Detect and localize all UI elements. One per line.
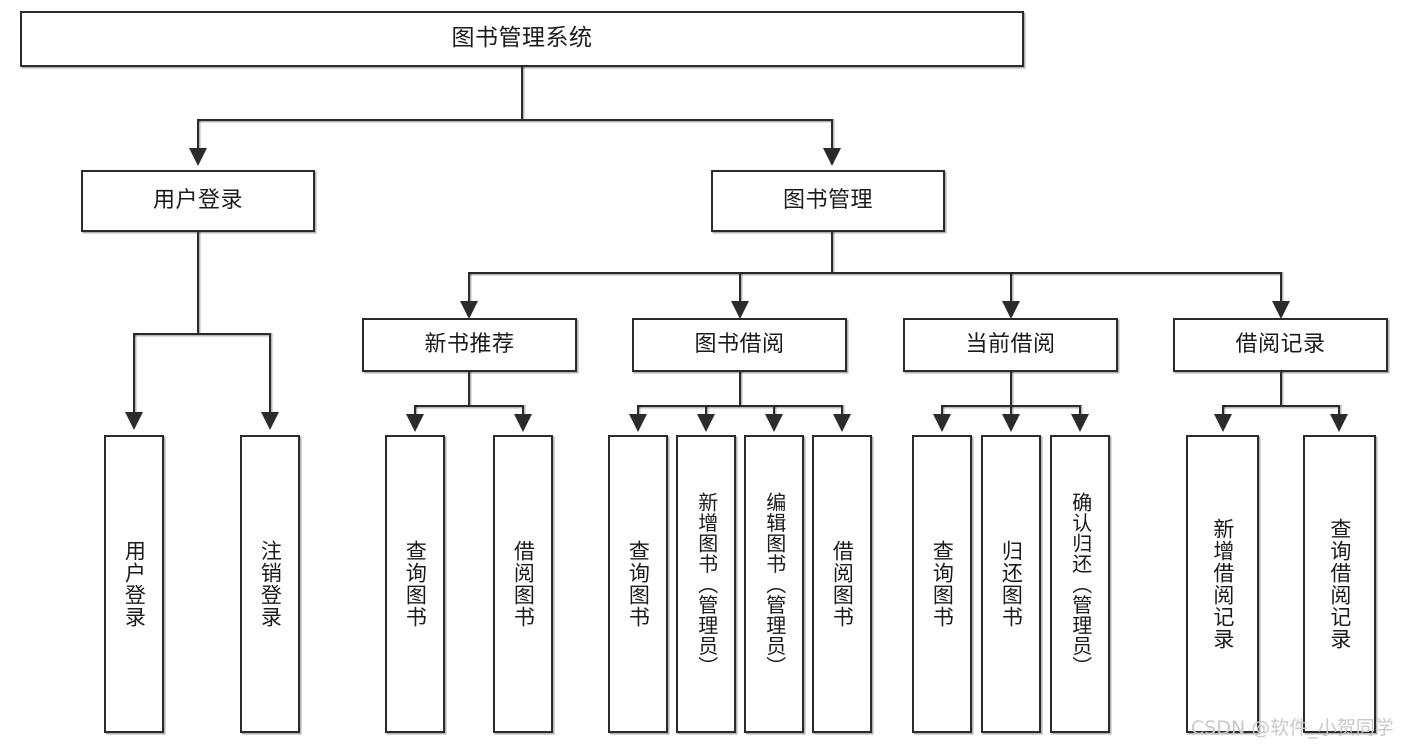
node-label: 新增借阅记录 [1210, 518, 1235, 650]
arrow-to-leaf-query-book-a [406, 414, 424, 432]
connector-borrow-record-stem [1280, 372, 1282, 406]
node-label: 查询图书 [403, 540, 428, 628]
connector-book-mgmt-to-borrow-record [1280, 272, 1282, 304]
node-label: 查询图书 [626, 540, 651, 628]
leaf-query-book-borrow[interactable]: 查询图书 [608, 435, 668, 733]
arrow-to-book-mgmt [823, 148, 841, 166]
node-label: 确认归还（管理员） [1068, 491, 1093, 677]
node-label: 归还图书 [999, 540, 1024, 628]
arrow-to-book-borrow [731, 301, 749, 319]
connector-root-to-user-login [197, 119, 199, 151]
connector-current-borrow-to-leaf-0 [941, 405, 943, 417]
connector-book-borrow-to-leaf-0 [637, 405, 639, 417]
connector-book-borrow-bar [637, 405, 843, 407]
leaf-confirm-return-admin[interactable]: 确认归还（管理员） [1050, 435, 1110, 733]
arrow-to-new-books [460, 301, 478, 319]
leaf-edit-book-admin[interactable]: 编辑图书（管理员） [744, 435, 804, 733]
leaf-query-book-current[interactable]: 查询图书 [912, 435, 972, 733]
node-label: 当前借阅 [965, 331, 1056, 357]
connector-user-login-to-leaf-0 [133, 333, 135, 415]
arrow-to-leaf-confirm-return [1071, 414, 1089, 432]
arrow-to-user-login [189, 148, 207, 166]
leaf-return-book[interactable]: 归还图书 [981, 435, 1041, 733]
arrow-to-leaf-borrow-book-b [833, 414, 851, 432]
arrow-to-leaf-user-login [125, 412, 143, 430]
node-borrow-record[interactable]: 借阅记录 [1173, 318, 1388, 372]
node-label: 编辑图书（管理员） [762, 491, 787, 677]
node-new-book-recommend[interactable]: 新书推荐 [362, 318, 577, 372]
connector-new-books-to-leaf-1 [522, 405, 524, 417]
connector-current-borrow-to-leaf-2 [1079, 405, 1081, 417]
node-book-management[interactable]: 图书管理 [711, 170, 945, 232]
node-current-borrow[interactable]: 当前借阅 [903, 318, 1118, 372]
connector-user-login-to-leaf-1 [269, 333, 271, 415]
connector-book-borrow-to-leaf-3 [841, 405, 843, 417]
leaf-add-borrow-record[interactable]: 新增借阅记录 [1186, 435, 1259, 733]
connector-book-mgmt-to-book-borrow [739, 272, 741, 304]
node-label: 注销登录 [258, 540, 283, 628]
node-label: 图书管理系统 [451, 25, 593, 52]
node-label: 借阅图书 [830, 540, 855, 628]
node-label: 新书推荐 [424, 331, 515, 357]
leaf-borrow-book-recommend[interactable]: 借阅图书 [493, 435, 553, 733]
node-label: 查询借阅记录 [1327, 518, 1352, 650]
node-label: 借阅记录 [1235, 331, 1326, 357]
connector-root-to-book-mgmt [831, 119, 833, 151]
connector-current-borrow-stem [1010, 372, 1012, 406]
connector-root-bar [197, 119, 833, 121]
connector-new-books-stem [468, 372, 470, 406]
arrow-to-leaf-edit-book [765, 414, 783, 432]
leaf-user-login[interactable]: 用户登录 [104, 435, 164, 733]
connector-book-mgmt-bar [468, 272, 1282, 274]
leaf-logout[interactable]: 注销登录 [240, 435, 300, 733]
connector-book-mgmt-stem [831, 232, 833, 273]
arrow-to-leaf-add-record [1214, 414, 1232, 432]
connector-book-mgmt-to-new-books [468, 272, 470, 304]
leaf-query-borrow-record[interactable]: 查询借阅记录 [1303, 435, 1376, 733]
connector-book-borrow-to-leaf-2 [773, 405, 775, 417]
arrow-to-leaf-query-record [1330, 414, 1348, 432]
node-book-borrow[interactable]: 图书借阅 [632, 318, 847, 372]
arrow-to-leaf-add-book [697, 414, 715, 432]
arrow-to-leaf-query-book-c [933, 414, 951, 432]
arrow-to-borrow-record [1272, 301, 1290, 319]
connector-new-books-to-leaf-0 [414, 405, 416, 417]
node-label: 查询图书 [930, 540, 955, 628]
node-label: 用户登录 [152, 187, 243, 213]
connector-new-books-bar [414, 405, 524, 407]
arrow-to-current-borrow [1002, 301, 1020, 319]
arrow-to-leaf-logout [261, 412, 279, 430]
connector-user-login-bar [133, 333, 271, 335]
leaf-add-book-admin[interactable]: 新增图书（管理员） [676, 435, 736, 733]
connector-root-stem [521, 67, 523, 120]
watermark-credit: CSDN @软件_小贺同学 [1191, 717, 1394, 739]
leaf-borrow-book[interactable]: 借阅图书 [812, 435, 872, 733]
connector-borrow-record-to-leaf-0 [1222, 405, 1224, 417]
arrow-to-leaf-borrow-book-a [514, 414, 532, 432]
arrow-to-leaf-query-book-b [629, 414, 647, 432]
connector-borrow-record-to-leaf-1 [1338, 405, 1340, 417]
node-root-system[interactable]: 图书管理系统 [20, 11, 1024, 67]
node-label: 图书借阅 [694, 331, 785, 357]
arrow-to-leaf-return-book [1002, 414, 1020, 432]
connector-current-borrow-to-leaf-1 [1010, 405, 1012, 417]
node-user-login[interactable]: 用户登录 [81, 170, 315, 232]
connector-user-login-stem [197, 232, 199, 334]
connector-book-borrow-stem [739, 372, 741, 406]
leaf-query-book-recommend[interactable]: 查询图书 [385, 435, 445, 733]
node-label: 新增图书（管理员） [694, 491, 719, 677]
node-label: 用户登录 [122, 540, 147, 628]
connector-borrow-record-bar [1222, 405, 1340, 407]
connector-book-borrow-to-leaf-1 [705, 405, 707, 417]
node-label: 借阅图书 [511, 540, 536, 628]
connector-book-mgmt-to-current-borrow [1010, 272, 1012, 304]
node-label: 图书管理 [782, 187, 873, 213]
